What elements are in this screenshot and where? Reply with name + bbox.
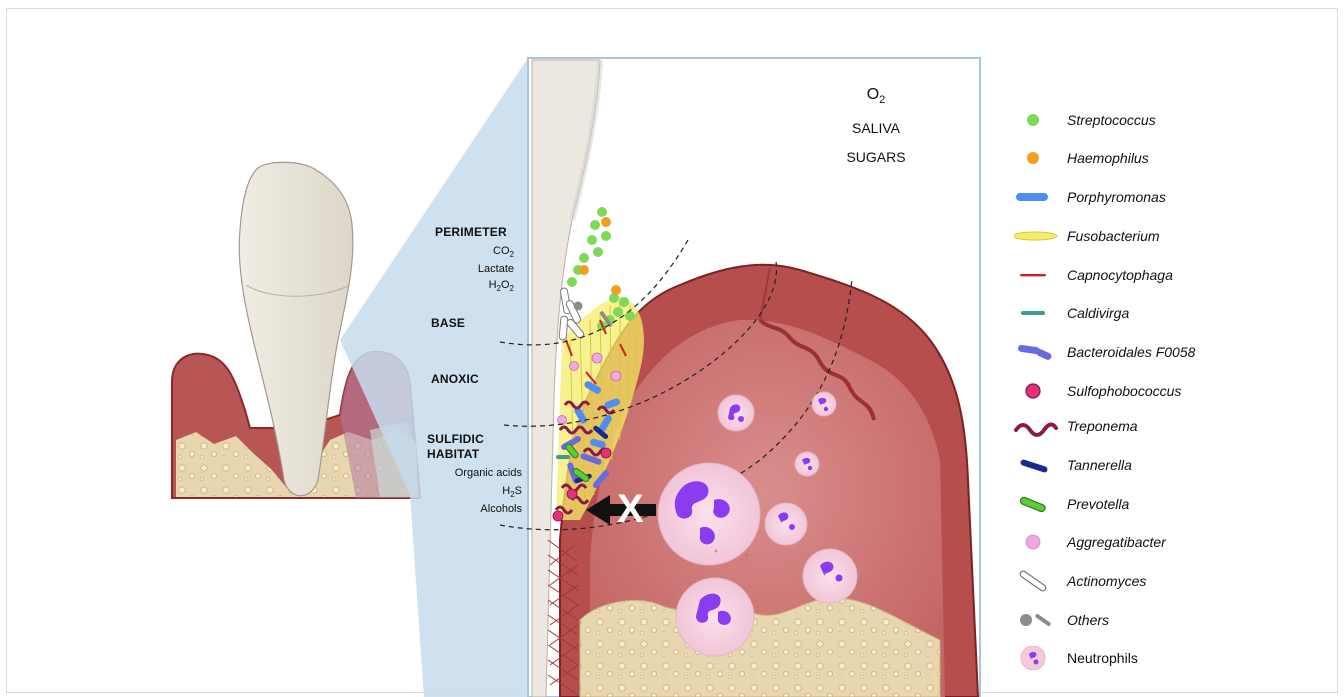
legend-item: Streptococcus: [1014, 108, 1334, 132]
sulfidic-label-2: HABITAT: [427, 447, 479, 461]
legend-label: Haemophilus: [1067, 150, 1149, 166]
legend-label: Others: [1067, 612, 1109, 628]
legend-item: Haemophilus: [1014, 146, 1334, 170]
orange-coccus-icon: [1014, 146, 1060, 170]
maroon-spiral-icon: [1014, 414, 1060, 438]
sugars-label: SUGARS: [816, 149, 936, 165]
legend-item: Aggregatibacter: [1014, 530, 1334, 554]
oxygen-label: O2: [816, 86, 936, 106]
legend-label: Caldivirga: [1067, 305, 1129, 321]
perimeter-h2o2: H2O2: [440, 278, 514, 296]
blue-rod-icon: [1014, 185, 1060, 209]
legend-item: Others: [1014, 608, 1334, 632]
green-capsule-icon: [1014, 492, 1060, 516]
legend-item: Porphyromonas: [1014, 185, 1334, 209]
perimeter-co2: CO2: [440, 244, 514, 262]
yellow-spindle-icon: [1014, 224, 1060, 248]
green-coccus-icon: [1014, 108, 1060, 132]
legend-item: Bacteroidales F0058: [1014, 340, 1334, 364]
legend-item: Treponema: [1014, 414, 1334, 438]
legend-item: Caldivirga: [1014, 301, 1334, 325]
legend-item: Capnocytophaga: [1014, 263, 1334, 287]
sulfidic-alcohols: Alcohols: [420, 502, 522, 516]
legend-label: Treponema: [1067, 418, 1138, 434]
teal-rod-icon: [1014, 301, 1060, 325]
navy-rod-icon: [1014, 453, 1060, 477]
saliva-label: SALIVA: [816, 120, 936, 136]
legend-item: Fusobacterium: [1014, 224, 1334, 248]
pink-coccus-icon: [1014, 530, 1060, 554]
blocked-x-label: X: [617, 487, 644, 532]
legend-item: Neutrophils: [1014, 646, 1334, 670]
legend-label: Neutrophils: [1067, 650, 1138, 666]
neutrophil-icon: [1014, 646, 1060, 670]
legend-label: Bacteroidales F0058: [1067, 344, 1195, 360]
legend-label: Prevotella: [1067, 496, 1129, 512]
legend-label: Capnocytophaga: [1067, 267, 1173, 283]
legend-item: Tannerella: [1014, 453, 1334, 477]
sulfidic-organic-acids: Organic acids: [420, 466, 522, 480]
legend-label: Porphyromonas: [1067, 189, 1166, 205]
white-rod-icon: [1014, 569, 1060, 593]
red-filament-icon: [1014, 263, 1060, 287]
legend-label: Aggregatibacter: [1067, 534, 1166, 550]
legend-label: Streptococcus: [1067, 112, 1156, 128]
gray-mixed-icon: [1014, 608, 1060, 632]
legend-label: Tannerella: [1067, 457, 1132, 473]
sulfidic-label-1: SULFIDIC: [427, 432, 484, 446]
perimeter-label: PERIMETER: [435, 225, 507, 239]
base-label: BASE: [431, 316, 465, 330]
perimeter-lactate: Lactate: [440, 262, 514, 276]
legend-item: Sulfophobococcus: [1014, 379, 1334, 403]
legend-item: Prevotella: [1014, 492, 1334, 516]
legend-label: Fusobacterium: [1067, 228, 1160, 244]
legend-label: Sulfophobococcus: [1067, 383, 1181, 399]
magenta-coccus-icon: [1014, 379, 1060, 403]
purple-chain-icon: [1014, 340, 1060, 364]
legend-item: Actinomyces: [1014, 569, 1334, 593]
anoxic-label: ANOXIC: [431, 372, 479, 386]
sulfidic-h2s: H2S: [420, 484, 522, 502]
legend-label: Actinomyces: [1067, 573, 1146, 589]
